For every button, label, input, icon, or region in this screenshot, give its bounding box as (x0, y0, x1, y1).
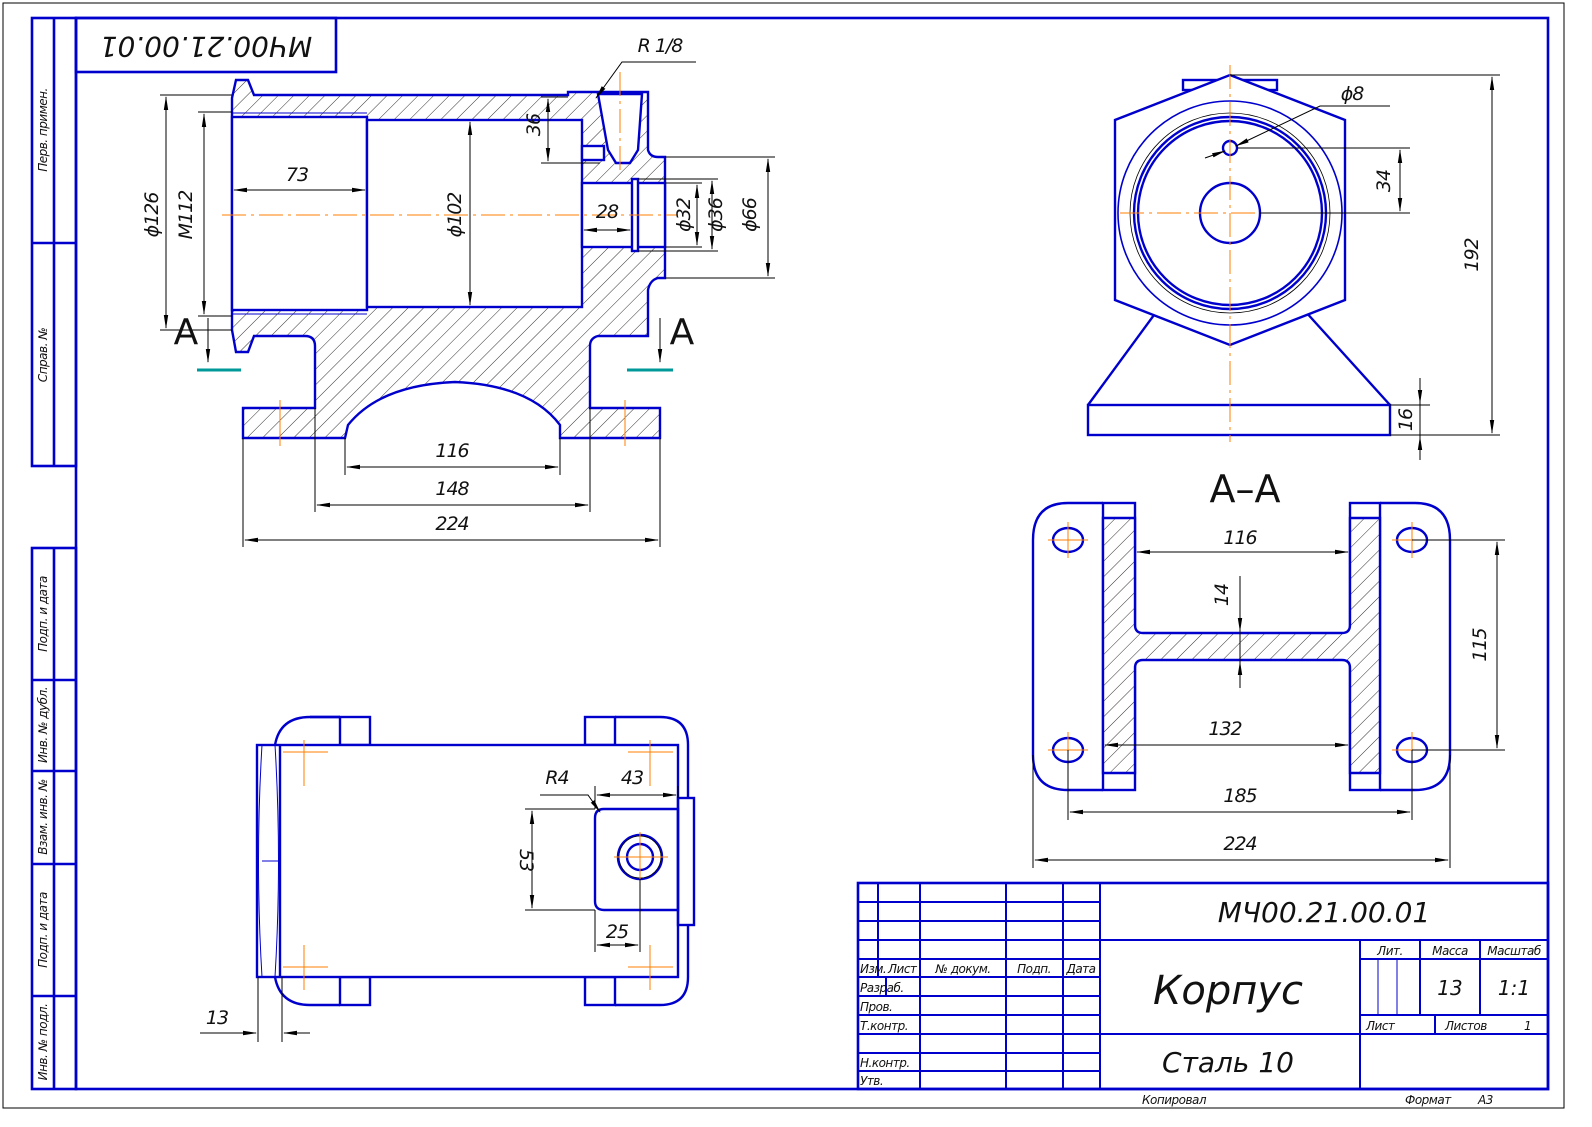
top-view: 43 R4 53 25 13 (200, 715, 696, 1042)
mass-label: Масса (1432, 944, 1468, 958)
lit-label: Лит. (1376, 944, 1403, 958)
dim-36-depth: 36 (523, 113, 545, 136)
dim-m112: M112 (175, 191, 197, 240)
designation-rotated: МЧ00.21.00.01 (100, 30, 313, 63)
dim-34: 34 (1373, 170, 1395, 192)
dim-53: 53 (515, 849, 537, 871)
dim-25: 25 (606, 921, 629, 943)
dim-14: 14 (1211, 584, 1233, 606)
format-value: А3 (1477, 1093, 1493, 1107)
dim-d126: ϕ126 (141, 192, 163, 238)
dim-224: 224 (1223, 833, 1256, 855)
dim-73: 73 (286, 164, 308, 186)
dim-115: 115 (1469, 627, 1491, 661)
mass-value: 13 (1437, 976, 1462, 1000)
dim-d32: ϕ32 (673, 198, 695, 232)
dim-d36: ϕ36 (705, 197, 727, 232)
dim-185: 185 (1223, 785, 1257, 807)
part-name: Корпус (1153, 968, 1303, 1014)
dim-192: 192 (1461, 238, 1483, 271)
dim-116: 116 (435, 440, 469, 462)
dim-d102: ϕ102 (444, 193, 466, 238)
front-section-view: ϕ126 M112 73 ϕ102 36 28 ϕ32 ϕ36 ϕ66 R 1/… (141, 35, 775, 547)
role-checker: Пров. (860, 1000, 892, 1014)
margin-label: Перв. примен. (36, 88, 50, 172)
role-developer: Разраб. (860, 981, 904, 995)
margin-label: Взам. инв. № (36, 779, 50, 854)
sheets-value: 1 (1524, 1019, 1531, 1033)
margin-label: Справ. № (36, 328, 50, 382)
dim-116: 116 (1223, 527, 1257, 549)
margin-label: Подп. и дата (36, 892, 50, 968)
header-sign: Подп. (1017, 962, 1051, 976)
dim-thread-r18: R 1/8 (638, 35, 684, 57)
rotated-designation-stamp: МЧ00.21.00.01 (74, 16, 338, 74)
dim-13: 13 (206, 1007, 228, 1029)
dim-16: 16 (1395, 408, 1417, 431)
margin-label: Инв. № подл. (36, 1004, 50, 1081)
dim-d66: ϕ66 (739, 197, 761, 232)
header-list: Лист (887, 962, 918, 976)
margin-columns: Перв. примен. Справ. № Подп. и дата Инв.… (30, 16, 78, 1091)
role-approver: Утв. (860, 1074, 883, 1088)
header-date: Дата (1065, 962, 1095, 976)
section-mark-left: А (174, 312, 199, 353)
dim-148: 148 (435, 478, 469, 500)
section-label: А–А (1210, 467, 1281, 511)
body-outline (255, 743, 680, 979)
designation: МЧ00.21.00.01 (1218, 896, 1431, 929)
title-block: Изм. Лист № докум. Подп. Дата Разраб. Пр… (856, 881, 1550, 1107)
bore-main (365, 118, 584, 309)
role-norm-control: Н.контр. (860, 1056, 910, 1070)
bore-threaded (230, 115, 369, 312)
scale-value: 1:1 (1498, 976, 1530, 1000)
role-tech-control: Т.контр. (860, 1019, 908, 1033)
dim-d8: ϕ8 (1341, 83, 1365, 105)
sheets-label: Листов (1444, 1019, 1487, 1033)
format-label: Формат (1405, 1093, 1452, 1107)
sheet-label: Лист (1365, 1019, 1396, 1033)
header-izm: Изм. (860, 962, 886, 976)
material: Сталь 10 (1162, 1046, 1294, 1079)
header-doc-no: № докум. (934, 962, 990, 976)
dim-224: 224 (435, 513, 468, 535)
side-view: 192 34 16 ϕ8 (1086, 65, 1500, 460)
dim-132: 132 (1208, 718, 1241, 740)
dim-r4: R4 (545, 767, 568, 789)
scale-label: Масштаб (1487, 944, 1542, 958)
side-channel (580, 144, 606, 162)
section-a-a: А–А 116 14 132 185 224 115 (1031, 467, 1505, 868)
margin-label: Подп. и дата (36, 576, 50, 652)
copied-label: Копировал (1142, 1093, 1207, 1107)
dim-43: 43 (621, 767, 643, 789)
h-section (1101, 516, 1382, 775)
dim-28: 28 (596, 201, 619, 223)
section-mark-right: А (670, 312, 695, 353)
margin-label: Инв. № дубл. (36, 687, 50, 763)
